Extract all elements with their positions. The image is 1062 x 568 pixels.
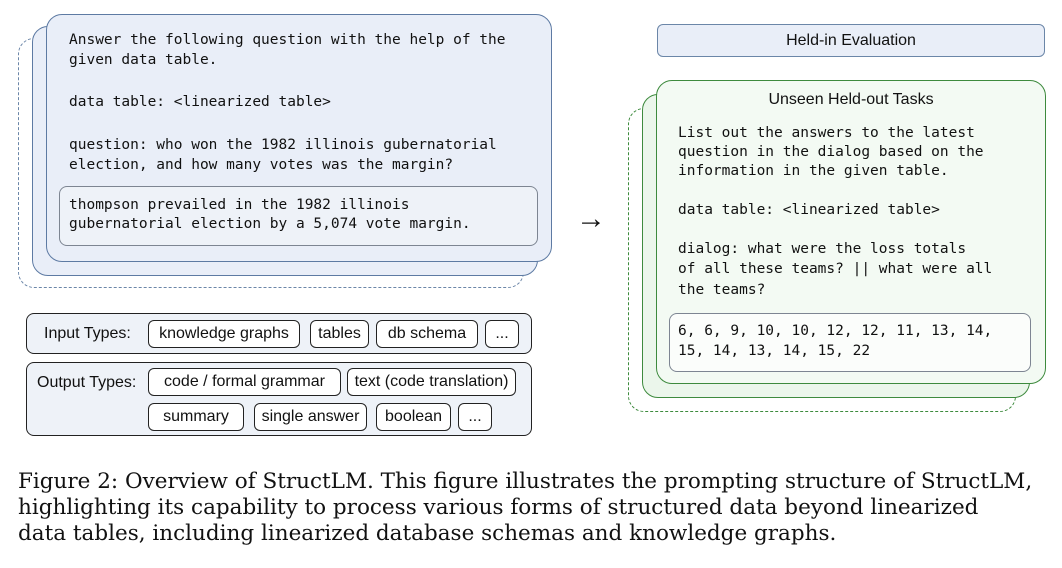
output-chip-boolean: boolean <box>376 403 451 431</box>
input-chip-more: ... <box>485 320 519 348</box>
held-out-dialog-line3: the teams? <box>678 282 766 298</box>
held-out-answer-line2: 15, 14, 13, 14, 15, 22 <box>678 343 871 359</box>
figure-caption-line2: highlighting its capability to process v… <box>18 495 979 520</box>
output-types-label: Output Types: <box>37 374 137 391</box>
right-arrow-icon: → <box>576 202 606 235</box>
output-chip-code-formal-grammar: code / formal grammar <box>148 368 341 396</box>
input-chip-tables: tables <box>310 320 369 348</box>
input-chip-knowledge-graphs: knowledge graphs <box>148 320 300 348</box>
figure-caption-line3: data tables, including linearized databa… <box>18 521 837 546</box>
held-out-answer-box <box>669 313 1031 372</box>
held-out-data-table: data table: <linearized table> <box>678 202 940 218</box>
held-out-title: Unseen Held-out Tasks <box>768 91 934 108</box>
output-chip-more: ... <box>458 403 492 431</box>
held-out-instruction-line2: question in the dialog based on the <box>678 144 984 160</box>
prompt-question-line2: election, and how many votes was the mar… <box>69 157 454 173</box>
held-in-evaluation-box <box>657 24 1045 57</box>
prompt-answer-line2: gubernatorial election by a 5,074 vote m… <box>69 216 471 232</box>
output-chip-text-code-translation: text (code translation) <box>347 368 516 396</box>
held-out-dialog-line1: dialog: what were the loss totals <box>678 241 967 257</box>
output-chip-summary: summary <box>148 403 244 431</box>
figure-caption-line1: Figure 2: Overview of StructLM. This fig… <box>18 469 1033 494</box>
held-out-instruction-line3: information in the given table. <box>678 163 949 179</box>
input-types-label: Input Types: <box>44 325 131 342</box>
prompt-instruction-line1: Answer the following question with the h… <box>69 32 506 48</box>
prompt-answer-line1: thompson prevailed in the 1982 illinois <box>69 197 410 213</box>
output-chip-single-answer: single answer <box>254 403 367 431</box>
held-out-instruction-line1: List out the answers to the latest <box>678 125 975 141</box>
input-chip-db-schema: db schema <box>376 320 478 348</box>
prompt-data-table: data table: <linearized table> <box>69 94 331 110</box>
held-out-answer-line1: 6, 6, 9, 10, 10, 12, 12, 11, 13, 14, <box>678 323 993 339</box>
prompt-question-line1: question: who won the 1982 illinois gube… <box>69 137 497 153</box>
prompt-instruction-line2: given data table. <box>69 52 218 68</box>
prompt-answer-box <box>59 186 538 246</box>
held-out-dialog-line2: of all these teams? || what were all <box>678 261 993 277</box>
held-in-evaluation-label: Held-in Evaluation <box>786 32 916 49</box>
